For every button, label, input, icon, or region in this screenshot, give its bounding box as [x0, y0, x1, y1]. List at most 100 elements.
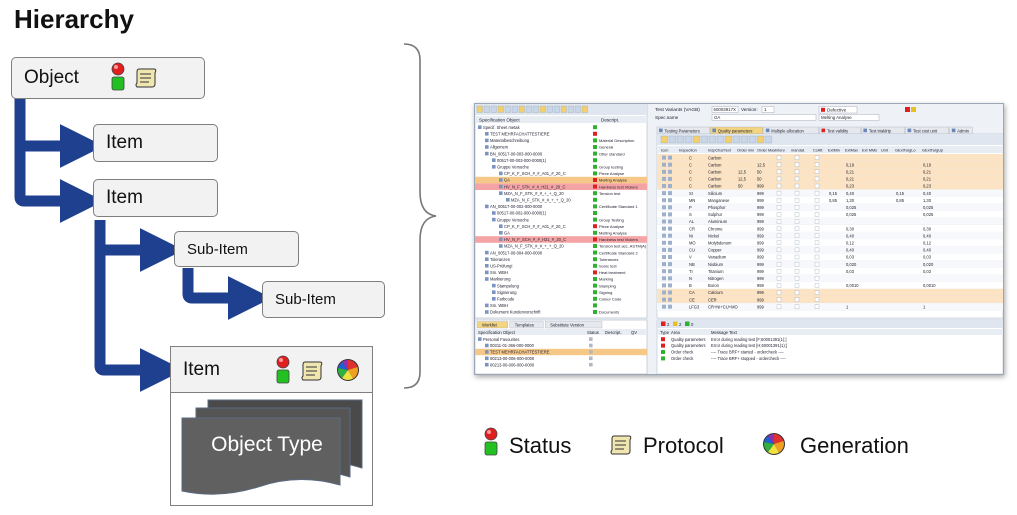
grid-checkbox[interactable] [776, 269, 782, 274]
grid-row[interactable] [657, 260, 1003, 268]
grid-checkbox[interactable] [814, 240, 820, 245]
grid-toolbar-button[interactable] [708, 135, 716, 144]
grid-checkbox[interactable] [814, 297, 820, 302]
grid-toolbar-button[interactable] [668, 135, 676, 144]
grid-checkbox[interactable] [794, 276, 800, 281]
grid-row[interactable] [657, 253, 1003, 261]
grid-toolbar-button[interactable] [732, 135, 740, 144]
grid-checkbox[interactable] [794, 169, 800, 174]
toolbar-button[interactable] [497, 105, 504, 113]
worklist-tab[interactable] [509, 321, 544, 329]
grid-checkbox[interactable] [794, 190, 800, 196]
grid-checkbox[interactable] [794, 283, 800, 288]
grid-checkbox[interactable] [776, 219, 782, 224]
grid-checkbox[interactable] [776, 198, 782, 203]
grid-row[interactable] [657, 189, 1003, 197]
grid-checkbox[interactable] [814, 233, 820, 238]
grid-checkbox[interactable] [794, 205, 800, 210]
grid-checkbox[interactable] [814, 226, 820, 231]
toolbar-button[interactable] [539, 105, 546, 113]
grid-checkbox[interactable] [814, 183, 820, 189]
grid-toolbar-button[interactable] [764, 135, 772, 144]
grid-row[interactable] [657, 232, 1003, 240]
grid-checkbox[interactable] [776, 261, 782, 267]
grid-row[interactable] [657, 267, 1003, 275]
grid-checkbox[interactable] [794, 290, 800, 295]
toolbar-button[interactable] [525, 105, 532, 113]
grid-checkbox[interactable] [776, 276, 782, 281]
grid-checkbox[interactable] [814, 269, 820, 274]
grid-toolbar-button[interactable] [660, 135, 668, 144]
grid-row[interactable] [657, 196, 1003, 204]
toolbar-button[interactable] [567, 105, 574, 113]
grid-checkbox[interactable] [776, 176, 782, 182]
grid-checkbox[interactable] [776, 183, 782, 189]
grid-checkbox[interactable] [814, 205, 820, 210]
grid-row[interactable] [657, 217, 1003, 225]
toolbar-button[interactable] [546, 105, 553, 113]
grid-checkbox[interactable] [776, 290, 782, 295]
toolbar-button[interactable] [483, 105, 490, 113]
grid-checkbox[interactable] [814, 247, 820, 253]
grid-checkbox[interactable] [794, 240, 800, 245]
grid-checkbox[interactable] [814, 219, 820, 224]
grid-row[interactable] [657, 161, 1003, 169]
grid-checkbox[interactable] [776, 233, 782, 238]
grid-checkbox[interactable] [776, 169, 782, 174]
grid-checkbox[interactable] [794, 176, 800, 182]
grid-checkbox[interactable] [794, 254, 800, 260]
grid-checkbox[interactable] [776, 283, 782, 288]
grid-checkbox[interactable] [794, 183, 800, 189]
grid-checkbox[interactable] [814, 162, 820, 167]
grid-toolbar-button[interactable] [740, 135, 748, 144]
grid-checkbox[interactable] [814, 254, 820, 260]
grid-toolbar-button[interactable] [700, 135, 708, 144]
grid-row[interactable] [657, 281, 1003, 289]
grid-toolbar-button[interactable] [692, 135, 700, 144]
grid-checkbox[interactable] [794, 219, 800, 224]
grid-checkbox[interactable] [794, 247, 800, 253]
grid-checkbox[interactable] [794, 198, 800, 203]
grid-checkbox[interactable] [814, 198, 820, 203]
grid-row[interactable] [657, 288, 1003, 296]
grid-checkbox[interactable] [814, 176, 820, 182]
grid-row[interactable] [657, 274, 1003, 282]
grid-checkbox[interactable] [776, 304, 782, 309]
grid-toolbar-button[interactable] [676, 135, 684, 144]
grid-toolbar-button[interactable] [724, 135, 732, 144]
grid-checkbox[interactable] [776, 155, 782, 160]
toolbar-button[interactable] [532, 105, 539, 113]
grid-checkbox[interactable] [794, 304, 800, 309]
toolbar-button[interactable] [504, 105, 511, 113]
grid-toolbar-button[interactable] [756, 135, 764, 144]
toolbar-button[interactable] [476, 105, 483, 113]
grid-checkbox[interactable] [794, 226, 800, 231]
toolbar-button[interactable] [518, 105, 525, 113]
grid-row[interactable] [657, 225, 1003, 233]
toolbar-button[interactable] [574, 105, 581, 113]
grid-checkbox[interactable] [776, 190, 782, 196]
grid-checkbox[interactable] [794, 233, 800, 238]
grid-checkbox[interactable] [794, 269, 800, 274]
grid-toolbar-button[interactable] [748, 135, 756, 144]
grid-checkbox[interactable] [814, 290, 820, 295]
grid-checkbox[interactable] [776, 254, 782, 260]
grid-row[interactable] [657, 210, 1003, 218]
grid-row[interactable] [657, 203, 1003, 211]
toolbar-button[interactable] [553, 105, 560, 113]
grid-checkbox[interactable] [814, 169, 820, 174]
grid-checkbox[interactable] [814, 304, 820, 309]
grid-checkbox[interactable] [794, 162, 800, 167]
grid-checkbox[interactable] [794, 261, 800, 267]
grid-row[interactable] [657, 303, 1003, 311]
grid-checkbox[interactable] [776, 240, 782, 245]
grid-row[interactable] [657, 296, 1003, 304]
grid-toolbar-button[interactable] [684, 135, 692, 144]
grid-row[interactable] [657, 168, 1003, 176]
grid-checkbox[interactable] [776, 205, 782, 210]
worklist-tab[interactable] [545, 321, 603, 329]
grid-row[interactable] [657, 182, 1003, 190]
grid-checkbox[interactable] [814, 283, 820, 288]
grid-checkbox[interactable] [814, 212, 820, 217]
toolbar-button[interactable] [511, 105, 518, 113]
